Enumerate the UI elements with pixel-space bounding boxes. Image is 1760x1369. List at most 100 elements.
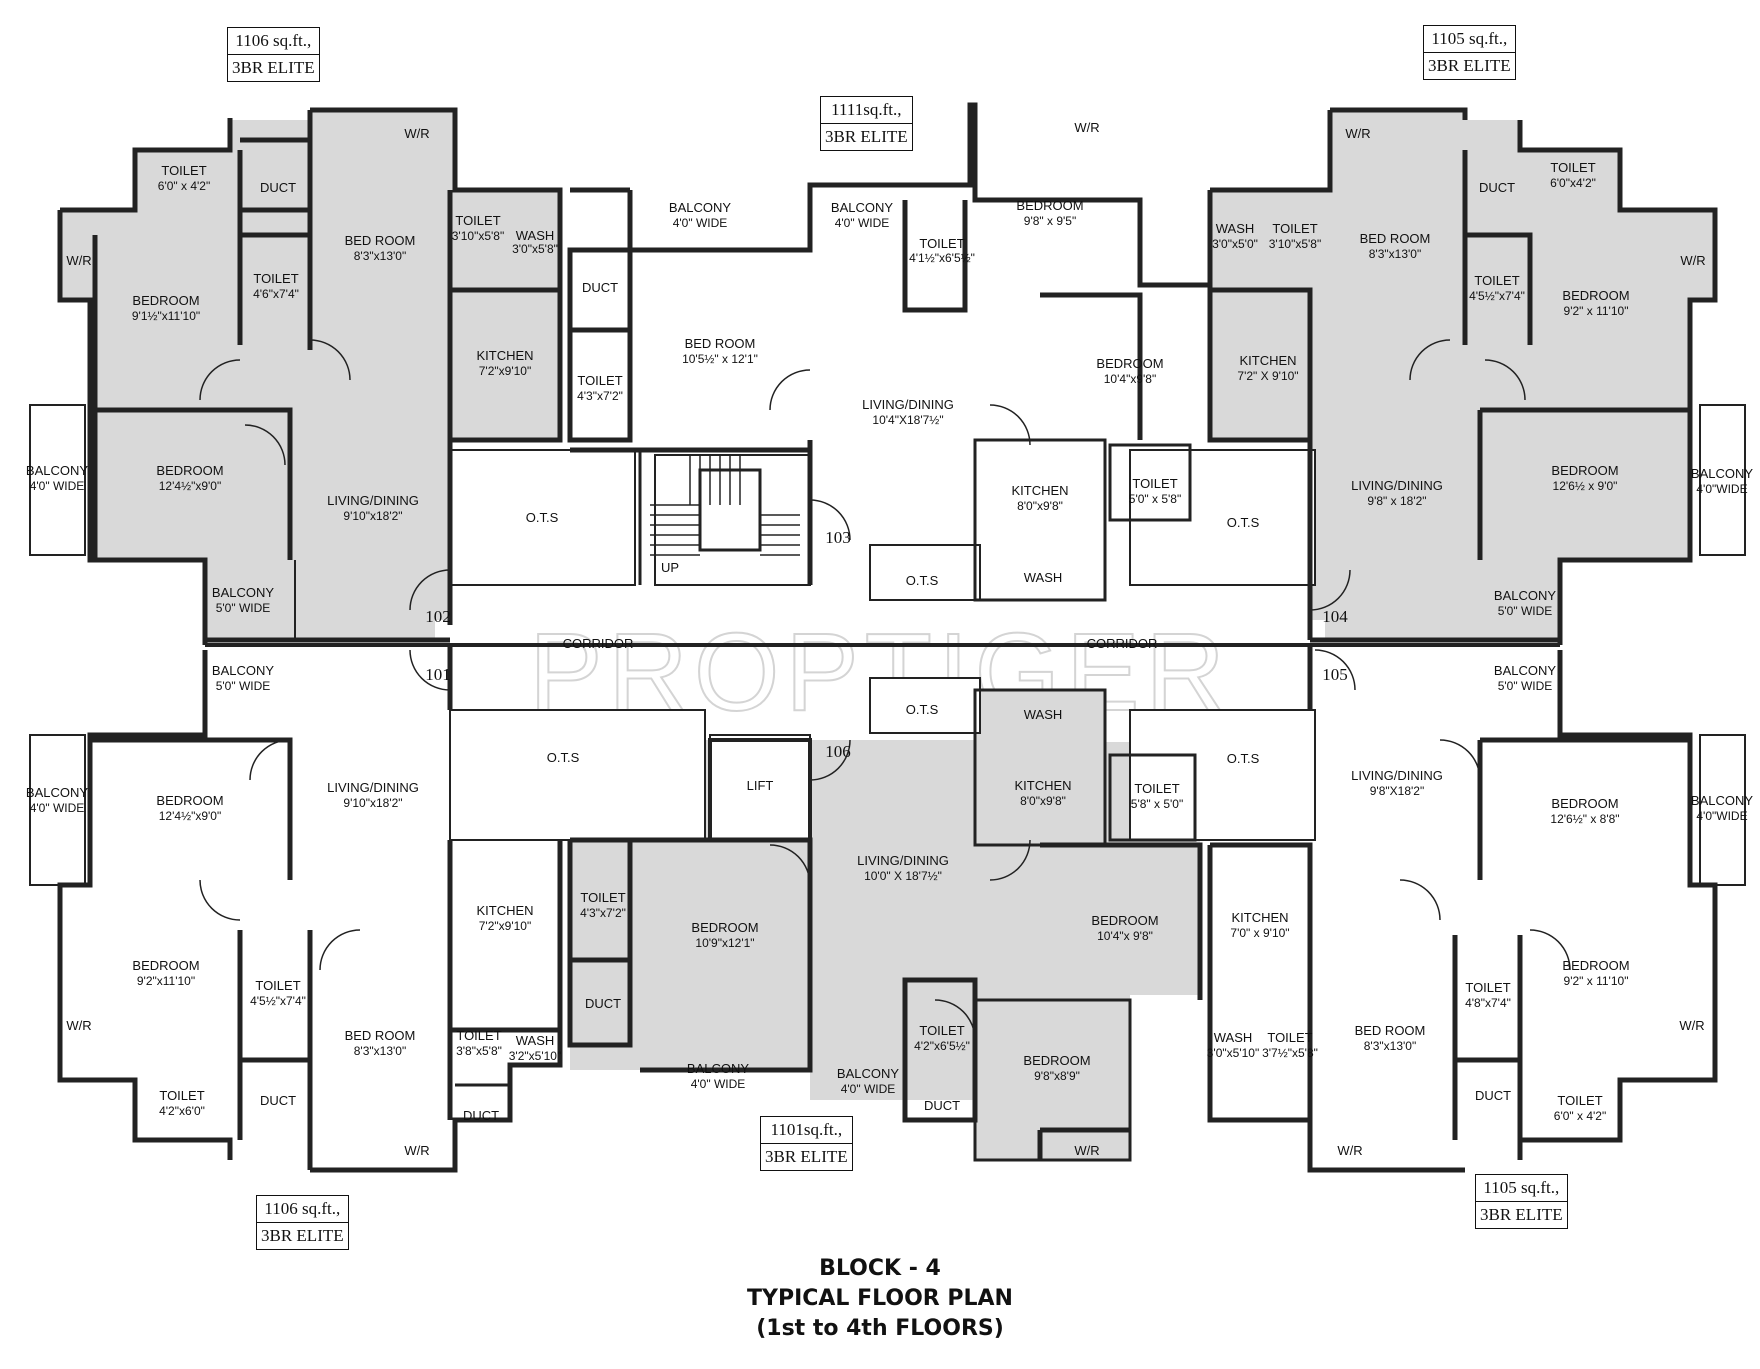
- room-dim: 6'0" x 4'2": [158, 179, 210, 193]
- lift-label: LIFT: [747, 778, 774, 793]
- room-name: TOILET: [1267, 1030, 1312, 1045]
- room-dim: 9'10"x18'2": [343, 796, 402, 810]
- room-dim: 4'8"x7'4": [1465, 996, 1511, 1010]
- room-name: BEDROOM: [156, 793, 223, 808]
- room-dim: 10'0" X 18'7½": [864, 869, 942, 883]
- room-name: LIVING/DINING: [327, 780, 419, 795]
- duct-label: DUCT: [1475, 1088, 1511, 1103]
- room-name: KITCHEN: [1014, 778, 1071, 793]
- area-tag-top-right: 1105 sq.ft., 3BR ELITE: [1423, 25, 1516, 80]
- duct-label: DUCT: [1479, 180, 1515, 195]
- room-dim: 6'0"x4'2": [1550, 176, 1596, 190]
- room-name: BALCONY: [26, 463, 88, 478]
- ots-label: O.T.S: [1227, 751, 1260, 766]
- room-dim: 3'0"x5'0": [1212, 237, 1258, 251]
- wr-label: W/R: [1074, 120, 1099, 135]
- duct-label: DUCT: [924, 1098, 960, 1113]
- room-dim: 8'3"x13'0": [354, 1044, 406, 1058]
- room-name: BEDROOM: [1562, 288, 1629, 303]
- unit-numbers: 102 101 103 106 104 105: [425, 528, 1348, 761]
- wr-label: W/R: [1337, 1143, 1362, 1158]
- room-name: TOILET: [253, 271, 298, 286]
- duct-label: DUCT: [585, 996, 621, 1011]
- room-name: BALCONY: [669, 200, 731, 215]
- room-dim: 4'0" WIDE: [835, 216, 890, 230]
- room-dim: 4'3"x7'2": [580, 906, 626, 920]
- room-name: TOILET: [919, 236, 964, 251]
- room-dim: 3'7½"x5'8": [1262, 1046, 1318, 1060]
- room-name: TOILET: [1272, 221, 1317, 236]
- room-name: TOILET: [1132, 476, 1177, 491]
- wash-label: WASH: [1024, 707, 1063, 722]
- room-name: BEDROOM: [1016, 198, 1083, 213]
- room-dim: 5'0" WIDE: [216, 679, 271, 693]
- area-value: 1111sq.ft.,: [831, 100, 902, 119]
- room-dim: 10'4"x9'8": [1104, 372, 1156, 386]
- door-swings: [199, 339, 1571, 1041]
- room-name: BED ROOM: [1360, 231, 1431, 246]
- unit-type: 3BR ELITE: [1476, 1201, 1567, 1228]
- room-name: BEDROOM: [691, 920, 758, 935]
- room-dim: 5'0" WIDE: [1498, 679, 1553, 693]
- room-name: TOILET: [455, 213, 500, 228]
- room-dim: 4'0" WIDE: [841, 1082, 896, 1096]
- room-dim: 3'0"x5'8": [512, 242, 558, 256]
- duct-label: DUCT: [463, 1108, 499, 1123]
- room-name: TOILET: [456, 1028, 501, 1043]
- room-dim: 4'2"x6'5½": [914, 1039, 970, 1053]
- room-dim: 9'1½"x11'10": [132, 309, 200, 323]
- room-name: LIVING/DINING: [1351, 478, 1443, 493]
- room-name: BEDROOM: [1091, 913, 1158, 928]
- room-name: TOILET: [1550, 160, 1595, 175]
- room-name: WASH: [516, 228, 555, 243]
- unit-type: 3BR ELITE: [1424, 52, 1515, 79]
- area-value: 1105 sq.ft.,: [1431, 29, 1508, 48]
- room-name: TOILET: [161, 163, 206, 178]
- wr-label: W/R: [66, 1018, 91, 1033]
- walls: [29, 102, 1746, 1173]
- wr-label: W/R: [404, 126, 429, 141]
- corridor-label: CORRIDOR: [1087, 636, 1158, 651]
- room-dim: 4'5½"x7'4": [250, 994, 306, 1008]
- room-name: BALCONY: [687, 1061, 749, 1076]
- wr-label: W/R: [1680, 253, 1705, 268]
- room-dim: 9'8"X18'2": [1370, 784, 1424, 798]
- room-name: BEDROOM: [1562, 958, 1629, 973]
- room-name: WASH: [516, 1033, 555, 1048]
- floors-subtitle: (1st to 4th FLOORS): [756, 1316, 1004, 1341]
- duct-label: DUCT: [582, 280, 618, 295]
- wr-label: W/R: [1345, 126, 1370, 141]
- room-name: BALCONY: [1691, 793, 1753, 808]
- room-name: LIVING/DINING: [1351, 768, 1443, 783]
- room-dim: 12'6½ x 9'0": [1553, 479, 1618, 493]
- room-name: KITCHEN: [476, 348, 533, 363]
- room-dim: 3'2"x5'10": [509, 1049, 561, 1063]
- room-name: TOILET: [1465, 980, 1510, 995]
- room-name: BEDROOM: [132, 958, 199, 973]
- room-name: TOILET: [159, 1088, 204, 1103]
- room-dim: 6'0" x 4'2": [1554, 1109, 1606, 1123]
- area-tag-bottom-right: 1105 sq.ft., 3BR ELITE: [1475, 1174, 1568, 1229]
- room-dim: 12'4½"x9'0": [159, 809, 221, 823]
- room-name: BEDROOM: [1551, 796, 1618, 811]
- room-name: BALCONY: [212, 585, 274, 600]
- room-dim: 3'8"x5'8": [456, 1044, 502, 1058]
- room-name: TOILET: [1134, 781, 1179, 796]
- room-dim: 4'5½"x7'4": [1469, 289, 1525, 303]
- duct-label: DUCT: [260, 180, 296, 195]
- room-name: TOILET: [1474, 273, 1519, 288]
- room-dim: 5'8" x 5'0": [1131, 797, 1183, 811]
- ots-label: O.T.S: [906, 702, 939, 717]
- area-value: 1105 sq.ft.,: [1483, 1178, 1560, 1197]
- room-name: BEDROOM: [1023, 1053, 1090, 1068]
- stair-treads: [650, 455, 800, 556]
- room-name: BALCONY: [212, 663, 274, 678]
- room-labels: TOILET 6'0" x 4'2" W/R BEDROOM 9'1½"x11'…: [26, 120, 1753, 1158]
- room-dim: 4'1½"x6'5½": [909, 251, 975, 265]
- room-dim: 7'2"x9'10": [479, 919, 531, 933]
- room-dim: 4'0"WIDE: [1696, 809, 1747, 823]
- room-dim: 10'5½" x 12'1": [682, 352, 758, 366]
- area-tag-bottom-middle: 1101sq.ft., 3BR ELITE: [760, 1116, 853, 1171]
- room-name: BEDROOM: [132, 293, 199, 308]
- room-dim: 3'0"x5'10": [1207, 1046, 1259, 1060]
